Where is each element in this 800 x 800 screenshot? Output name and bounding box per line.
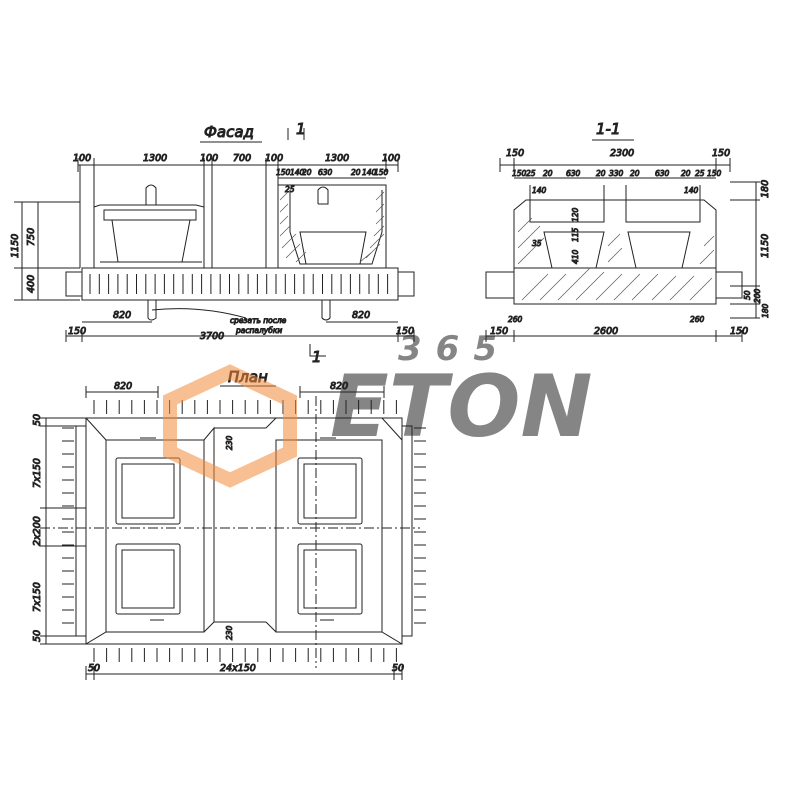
svg-text:20: 20 (596, 169, 606, 178)
section-1-1-view: 1-1 150 2300 150 150 25 20 630 20 330 20… (485, 120, 772, 342)
svg-text:150: 150 (276, 168, 291, 177)
plan-left-tray (105, 439, 205, 633)
svg-text:260: 260 (508, 315, 523, 324)
facade-dim-left-3: 400 (26, 275, 37, 293)
facade-left-dim-lines (14, 201, 80, 301)
watermark-logo: 365 ETON (163, 329, 593, 488)
watermark-digits: 365 (398, 329, 511, 369)
plan-left-pocket-top (115, 457, 181, 525)
plan-left-pocket-bottom (115, 543, 181, 615)
svg-text:50: 50 (32, 414, 43, 426)
section-title: 1-1 (596, 120, 621, 138)
svg-text:2x200: 2x200 (32, 516, 43, 546)
svg-text:20: 20 (681, 169, 691, 178)
svg-text:140: 140 (290, 168, 305, 177)
svg-text:150: 150 (490, 326, 508, 337)
plan-right-pocket-bottom (297, 543, 363, 615)
svg-text:7x150: 7x150 (32, 458, 43, 488)
svg-text:230: 230 (225, 625, 234, 640)
svg-text:50: 50 (743, 290, 752, 300)
section-hatch (517, 217, 715, 301)
svg-text:20: 20 (302, 168, 312, 177)
svg-text:180: 180 (760, 180, 771, 198)
svg-text:25: 25 (695, 169, 705, 178)
svg-text:115: 115 (571, 227, 580, 242)
svg-text:7x150: 7x150 (32, 582, 43, 612)
svg-text:20: 20 (543, 169, 553, 178)
svg-text:50: 50 (392, 663, 404, 674)
watermark-hexagon-icon (163, 364, 297, 488)
svg-text:260: 260 (690, 315, 705, 324)
plan-right-tray (275, 439, 383, 633)
svg-text:20: 20 (351, 168, 361, 177)
svg-text:150: 150 (374, 168, 389, 177)
plan-edge-ribs (62, 400, 426, 662)
facade-section-mark: 1 (296, 120, 306, 138)
facade-total-dim-line (65, 330, 415, 342)
svg-text:150: 150 (512, 169, 527, 178)
facade-dim-top-7: 100 (382, 153, 400, 164)
svg-text:35: 35 (532, 239, 542, 248)
plan-section-mark: 1 (312, 348, 322, 366)
svg-text:120: 120 (571, 207, 580, 222)
svg-text:2300: 2300 (610, 148, 634, 159)
facade-dim-top-3: 100 (200, 153, 218, 164)
section-right-pocket (627, 231, 691, 269)
svg-text:25: 25 (526, 169, 536, 178)
svg-text:630: 630 (318, 168, 333, 177)
svg-text:330: 330 (609, 169, 624, 178)
facade-dim-top-2: 1300 (143, 153, 167, 164)
svg-text:150: 150 (712, 148, 730, 159)
facade-cut-mark (287, 128, 305, 140)
svg-text:24x150: 24x150 (220, 663, 256, 674)
svg-text:820: 820 (114, 381, 132, 392)
facade-view: Фасад 1 100 1300 100 700 100 1300 100 15… (10, 120, 415, 343)
svg-text:150: 150 (506, 148, 524, 159)
svg-text:410: 410 (571, 249, 580, 264)
svg-text:50: 50 (32, 630, 43, 642)
svg-text:150: 150 (707, 169, 722, 178)
facade-left-tray (93, 204, 205, 269)
facade-left-lifting-loop (145, 184, 157, 205)
facade-title: Фасад (204, 123, 254, 141)
svg-text:630: 630 (566, 169, 581, 178)
svg-text:50: 50 (88, 663, 100, 674)
facade-right-lifting-loop (317, 186, 329, 205)
svg-text:150: 150 (396, 326, 414, 337)
facade-base-ribs (89, 274, 389, 294)
facade-right-hatch (279, 191, 385, 263)
svg-text:20: 20 (630, 169, 640, 178)
facade-note-2: распалубки (235, 326, 282, 335)
svg-text:200: 200 (753, 288, 762, 303)
facade-dim-left-1: 1150 (10, 234, 21, 258)
svg-text:820: 820 (330, 381, 348, 392)
watermark-word: ETON (330, 357, 593, 457)
svg-text:630: 630 (655, 169, 670, 178)
facade-dim-top-4: 700 (233, 153, 251, 164)
facade-note-1: срезать после (230, 316, 287, 325)
facade-dim-top-6: 1300 (325, 153, 349, 164)
facade-right-tray (277, 184, 387, 269)
facade-dim-left-2: 750 (26, 228, 37, 246)
facade-dim-top-1: 100 (73, 153, 91, 164)
section-body-outline (513, 199, 717, 268)
plan-right-pocket-top (297, 457, 363, 525)
svg-text:1150: 1150 (760, 234, 771, 258)
svg-text:140: 140 (532, 186, 547, 195)
svg-text:140: 140 (362, 168, 377, 177)
svg-text:140: 140 (684, 186, 699, 195)
facade-total-length: 3700 (200, 331, 224, 342)
svg-text:150: 150 (68, 326, 86, 337)
section-left-pocket (543, 231, 605, 269)
svg-text:820: 820 (352, 310, 370, 321)
svg-text:230: 230 (225, 435, 234, 450)
svg-text:150: 150 (730, 326, 748, 337)
svg-text:820: 820 (113, 310, 131, 321)
facade-dim-top-5: 100 (265, 153, 283, 164)
svg-text:2600: 2600 (594, 326, 618, 337)
svg-text:180: 180 (761, 303, 770, 318)
svg-text:25: 25 (285, 185, 295, 194)
